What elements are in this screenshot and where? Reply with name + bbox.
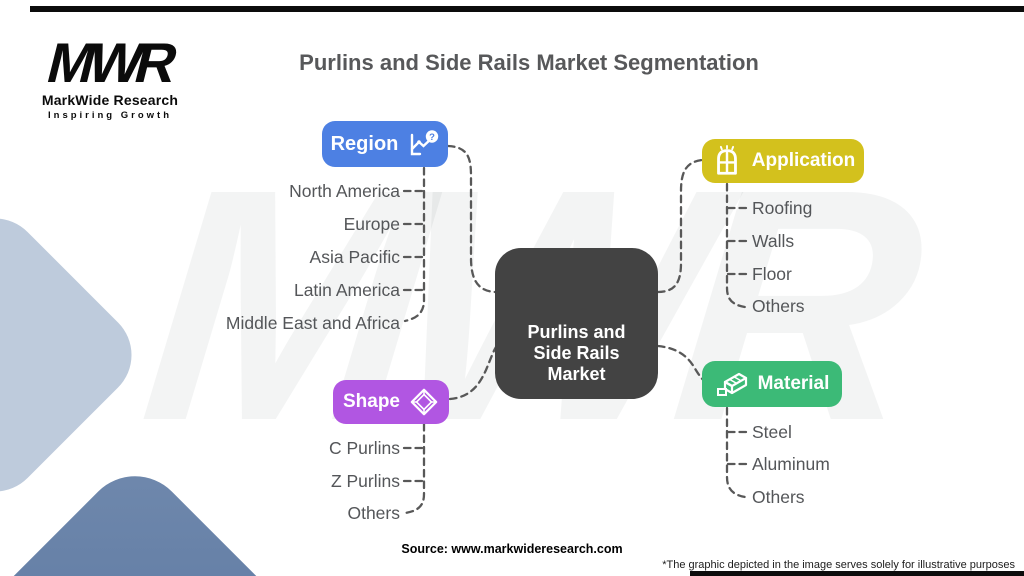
- line-chart-question-icon: ?: [411, 130, 439, 156]
- planks-icon: [716, 372, 747, 396]
- page-title: Purlins and Side Rails Market Segmentati…: [299, 50, 759, 75]
- application-item-floor: Floor: [752, 264, 792, 284]
- application-badge-label: Application: [751, 150, 856, 171]
- region-item-latin-america: Latin America: [293, 280, 400, 300]
- material-badge-label: Material: [757, 373, 830, 394]
- application-badge: Application: [702, 139, 864, 183]
- logo-mark: MWR: [41, 31, 179, 94]
- region-badge-label: Region: [330, 132, 399, 155]
- bottom-accent-bar: [690, 571, 1024, 576]
- application-item-others: Others: [752, 296, 805, 316]
- central-market-node: Purlins and Side Rails Market: [495, 248, 658, 399]
- region-item-north-america: North America: [289, 181, 400, 201]
- arched-window-icon: [716, 145, 737, 175]
- center-line: Market: [547, 364, 606, 384]
- markwide-logo: MWR MarkWide Research Inspiring Growth: [28, 31, 192, 122]
- shape-badge: Shape: [333, 380, 449, 424]
- shape-item-others: Others: [347, 503, 400, 523]
- material-item-others: Others: [752, 487, 805, 507]
- region-item-europe: Europe: [343, 214, 400, 234]
- shape-item-z-purlins: Z Purlins: [330, 471, 400, 491]
- center-line: Side Rails: [533, 343, 620, 363]
- material-item-steel: Steel: [752, 422, 792, 442]
- top-accent-bar: [30, 6, 1024, 12]
- source-text: Source: www.markwideresearch.com: [401, 542, 623, 556]
- disclaimer-text: *The graphic depicted in the image serve…: [662, 559, 1015, 571]
- question-mark-glyph: ?: [429, 132, 435, 143]
- gem-icon: [410, 388, 438, 416]
- material-badge: Material: [702, 361, 842, 407]
- center-line: Purlins and: [527, 322, 626, 342]
- application-item-roofing: Roofing: [752, 198, 813, 218]
- application-item-walls: Walls: [752, 231, 795, 251]
- region-item-asia-pacific: Asia Pacific: [309, 247, 400, 267]
- material-item-aluminum: Aluminum: [752, 454, 830, 474]
- region-badge: Region ?: [322, 121, 448, 167]
- logo-company-name: MarkWide Research: [41, 92, 179, 109]
- logo-tagline: Inspiring Growth: [48, 110, 172, 122]
- shape-item-c-purlins: C Purlins: [329, 438, 400, 458]
- region-item-middle-east-africa: Middle East and Africa: [225, 313, 400, 333]
- shape-badge-label: Shape: [342, 391, 401, 412]
